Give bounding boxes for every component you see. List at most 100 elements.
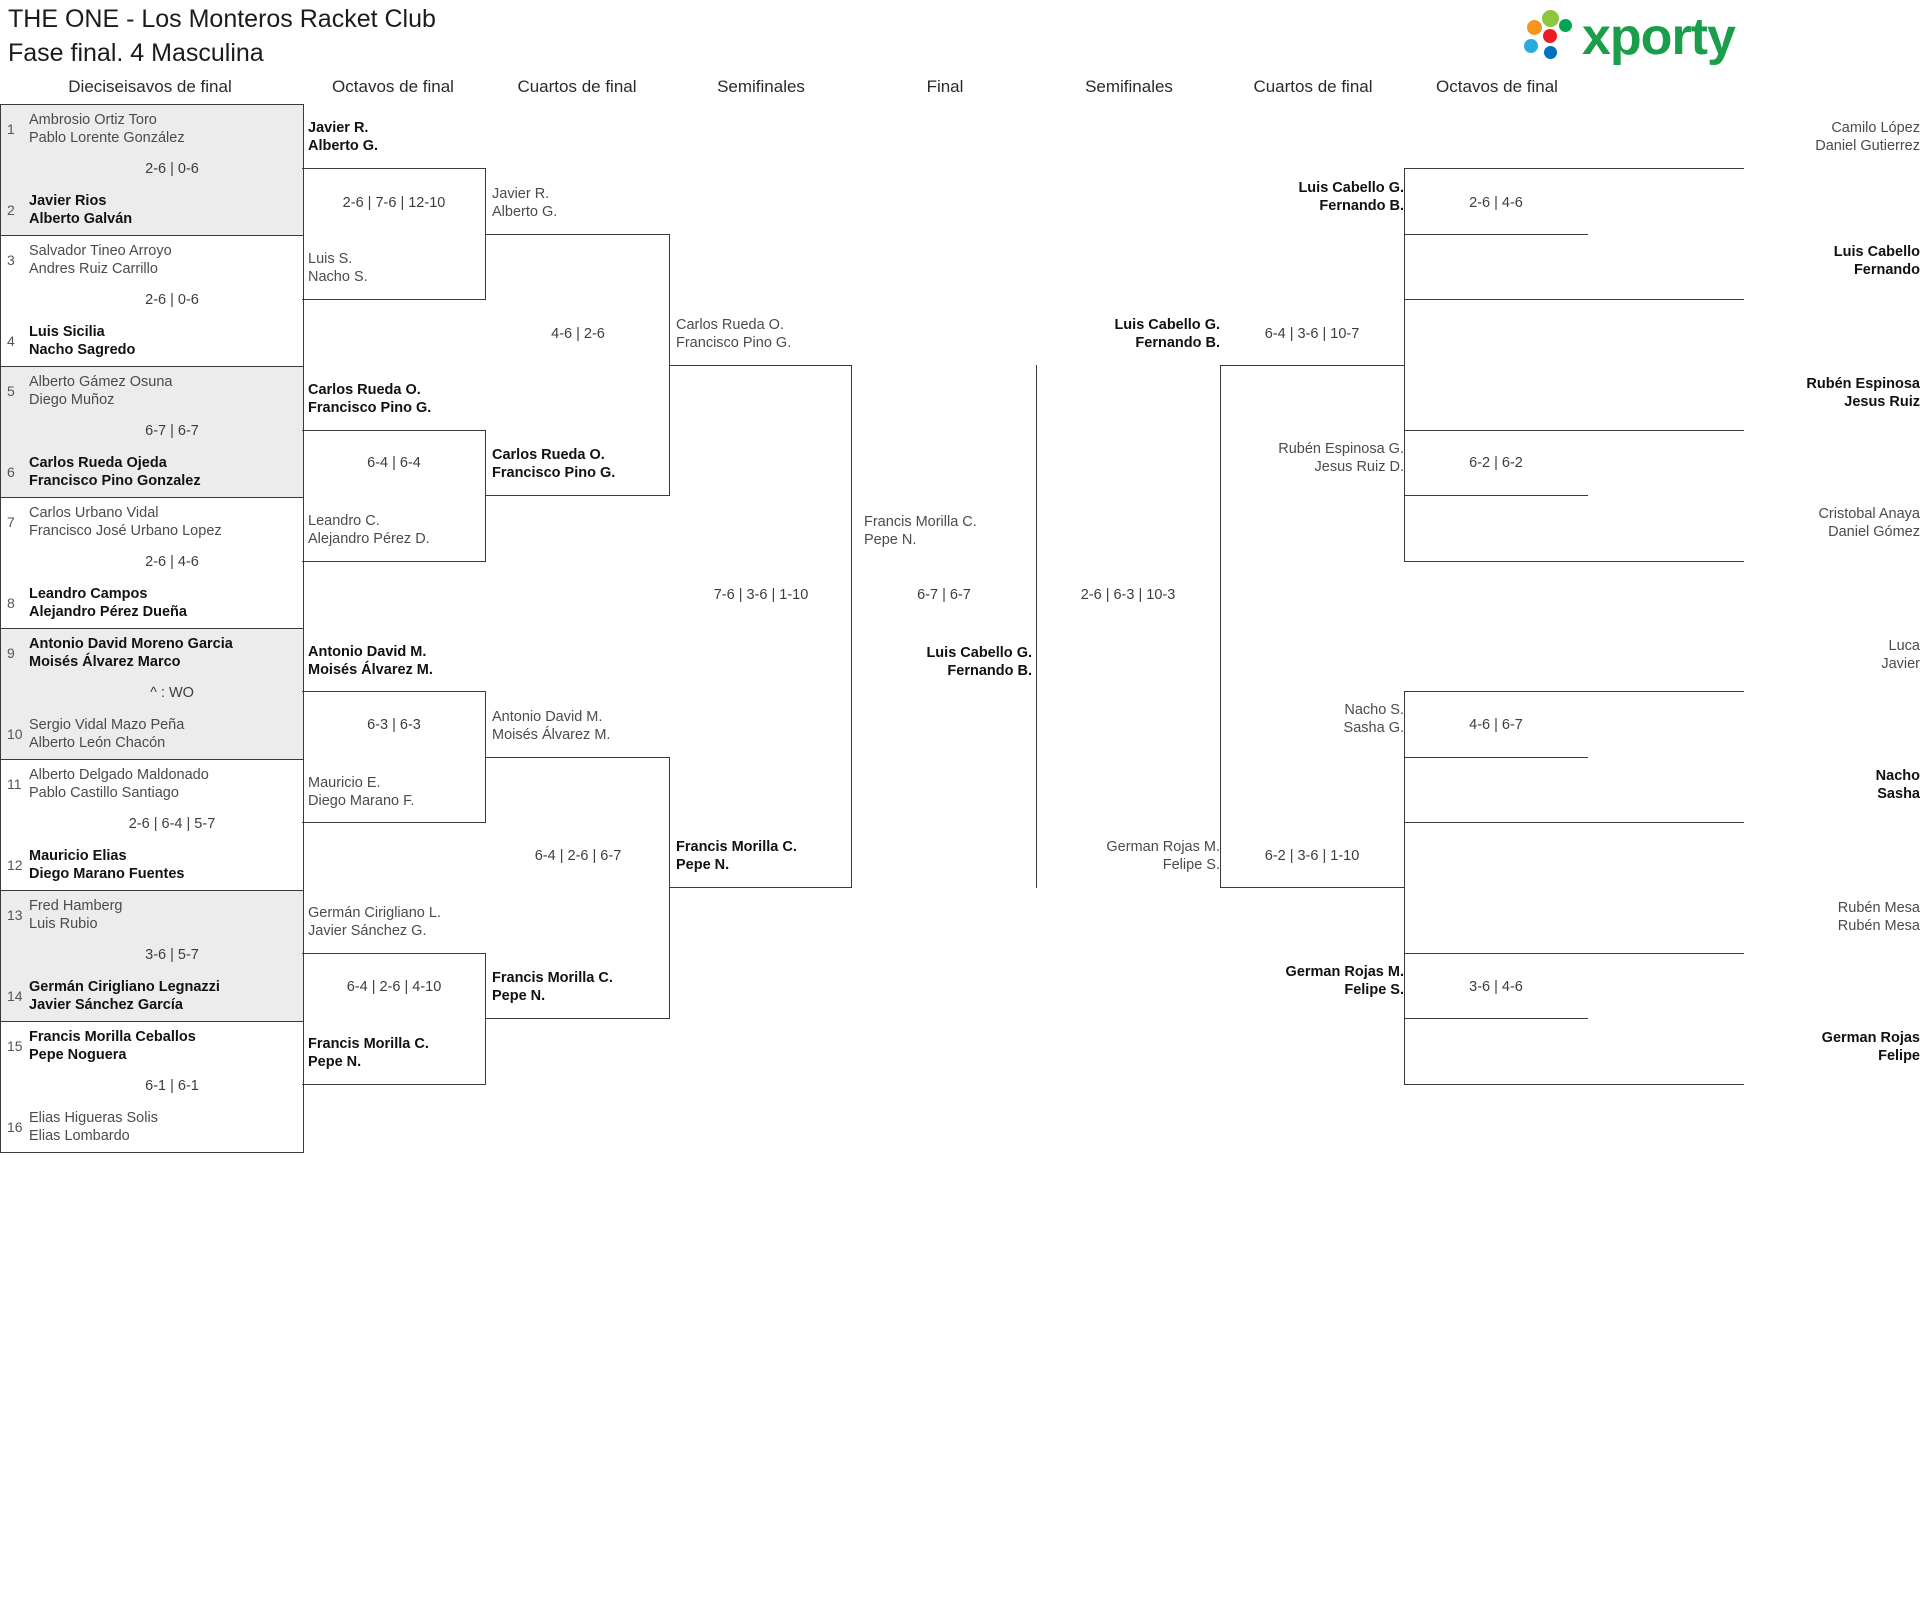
player-1: Elias Higueras Solis — [29, 1110, 158, 1126]
match-row[interactable]: 5 Alberto Gámez Osuna Diego Muñoz 6-7 | … — [1, 367, 303, 498]
player-1: Germán Cirigliano Legnazzi — [29, 979, 220, 995]
team-entry[interactable]: Leandro C. Alejandro Pérez D. — [308, 513, 430, 548]
team-names: Carlos Urbano Vidal Francisco José Urban… — [29, 505, 222, 540]
team-entry[interactable]: 5 Alberto Gámez Osuna Diego Muñoz — [7, 374, 299, 409]
player-1: Francis Morilla Ceballos — [29, 1029, 196, 1045]
seed-number: 1 — [7, 121, 15, 137]
team-entry[interactable]: German Rojas Felipe — [1420, 1030, 1920, 1065]
player-1: Camilo López — [1831, 120, 1920, 136]
player-2: Francisco Pino Gonzalez — [29, 472, 201, 489]
team-entry[interactable]: Rubén Mesa Rubén Mesa — [1420, 900, 1920, 935]
team-entry[interactable]: Nacho Sasha — [1420, 768, 1920, 803]
player-1: Rubén Mesa — [1837, 900, 1920, 916]
team-entry[interactable]: 10 Sergio Vidal Mazo Peña Alberto León C… — [7, 717, 299, 752]
team-entry[interactable]: Carlos Rueda O. Francisco Pino G. — [308, 382, 431, 417]
team-entry[interactable]: Francis Morilla C. Pepe N. — [676, 839, 797, 874]
match-score: 6-2 | 6-2 — [1469, 455, 1523, 471]
team-entry[interactable]: 3 Salvador Tineo Arroyo Andres Ruiz Carr… — [7, 243, 299, 278]
match-row[interactable]: 9 Antonio David Moreno Garcia Moisés Álv… — [1, 629, 303, 760]
match-score: 6-4 | 2-6 | 4-10 — [346, 979, 442, 995]
match-score: 2-6 | 6-3 | 10-3 — [1080, 587, 1176, 603]
team-entry[interactable]: Francis Morilla C. Pepe N. — [492, 970, 613, 1005]
team-entry[interactable]: Mauricio E. Diego Marano F. — [308, 775, 414, 810]
team-entry[interactable]: Nacho S. Sasha G. — [1224, 702, 1404, 737]
bracket-connector — [302, 168, 486, 300]
team-entry[interactable]: 4 Luis Sicilia Nacho Sagredo — [7, 324, 299, 359]
team-names: Leandro Campos Alejandro Pérez Dueña — [29, 586, 187, 621]
player-2: Francisco Pino G. — [308, 399, 432, 416]
team-entry[interactable]: Antonio David M. Moisés Álvarez M. — [492, 709, 610, 744]
seed-number: 14 — [7, 988, 23, 1004]
match-row[interactable]: 1 Ambrosio Ortiz Toro Pablo Lorente Gonz… — [1, 105, 303, 236]
team-entry[interactable]: Carlos Rueda O. Francisco Pino G. — [492, 447, 615, 482]
team-entry[interactable]: Luis S. Nacho S. — [308, 251, 368, 286]
team-entry[interactable]: Luis Cabello G. Fernando B. — [1224, 180, 1404, 215]
bracket-connector — [1404, 234, 1588, 496]
team-entry[interactable]: Luca Javier — [1420, 638, 1920, 673]
team-entry[interactable]: Luis Cabello Fernando — [1420, 244, 1920, 279]
team-entry[interactable]: Rubén Espinosa Jesus Ruiz — [1420, 376, 1920, 411]
logo-dots-icon — [1524, 10, 1578, 64]
player-1: Javier R. — [308, 120, 369, 136]
seed-number: 13 — [7, 907, 23, 923]
team-entry[interactable]: 2 Javier Rios Alberto Galván — [7, 193, 299, 228]
team-entry[interactable]: 12 Mauricio Elias Diego Marano Fuentes — [7, 848, 299, 883]
team-entry[interactable]: Javier R. Alberto G. — [492, 186, 557, 221]
team-entry[interactable]: 14 Germán Cirigliano Legnazzi Javier Sán… — [7, 979, 299, 1014]
match-row[interactable]: 13 Fred Hamberg Luis Rubio 3-6 | 5-7 14 … — [1, 891, 303, 1022]
team-entry[interactable]: Cristobal Anaya Daniel Gómez — [1420, 506, 1920, 541]
team-entry[interactable]: 8 Leandro Campos Alejandro Pérez Dueña — [7, 586, 299, 621]
player-2: Luis Rubio — [29, 915, 98, 932]
team-entry[interactable]: 7 Carlos Urbano Vidal Francisco José Urb… — [7, 505, 299, 540]
bracket-connector — [1404, 168, 1744, 300]
player-2: Felipe S. — [1162, 856, 1220, 873]
team-entry[interactable]: 1 Ambrosio Ortiz Toro Pablo Lorente Gonz… — [7, 112, 299, 147]
team-entry[interactable]: 16 Elias Higueras Solis Elias Lombardo — [7, 1110, 299, 1145]
match-score: 2-6 | 6-4 | 5-7 — [128, 816, 216, 832]
round-heading-final: Final — [926, 77, 964, 96]
match-row[interactable]: 15 Francis Morilla Ceballos Pepe Noguera… — [1, 1022, 303, 1153]
player-1: Francis Morilla C. — [308, 1036, 429, 1052]
team-entry[interactable]: Germán Cirigliano L. Javier Sánchez G. — [308, 905, 441, 940]
team-entry[interactable]: 13 Fred Hamberg Luis Rubio — [7, 898, 299, 933]
player-1: Antonio David M. — [308, 644, 427, 660]
team-entry[interactable]: German Rojas M. Felipe S. — [1224, 964, 1404, 999]
player-1: Alberto Gámez Osuna — [29, 374, 173, 390]
team-entry[interactable]: 15 Francis Morilla Ceballos Pepe Noguera — [7, 1029, 299, 1064]
bracket-connector — [486, 234, 670, 496]
match-score: 6-4 | 6-4 — [367, 455, 421, 471]
team-entry[interactable]: German Rojas M. Felipe S. — [1040, 839, 1220, 874]
team-entry[interactable]: Luis Cabello G. Fernando B. — [1040, 317, 1220, 352]
bracket-connector — [1404, 430, 1744, 562]
round-heading-left-r16: Octavos de final — [332, 77, 454, 96]
team-entry[interactable]: Rubén Espinosa G. Jesus Ruiz D. — [1224, 441, 1404, 476]
match-row[interactable]: 7 Carlos Urbano Vidal Francisco José Urb… — [1, 498, 303, 629]
team-entry[interactable]: Carlos Rueda O. Francisco Pino G. — [676, 317, 791, 352]
team-names: Mauricio Elias Diego Marano Fuentes — [29, 848, 185, 883]
xporty-logo: xporty — [1520, 4, 1920, 70]
match-score: 6-7 | 6-7 — [917, 587, 971, 603]
team-entry[interactable]: Camilo López Daniel Gutierrez — [1420, 120, 1920, 155]
match-score: 6-3 | 6-3 — [367, 717, 421, 733]
match-score: 2-6 | 4-6 — [145, 554, 199, 570]
team-entry[interactable]: Javier R. Alberto G. — [308, 120, 378, 155]
match-row[interactable]: 3 Salvador Tineo Arroyo Andres Ruiz Carr… — [1, 236, 303, 367]
bracket-connector — [302, 430, 486, 562]
team-entry[interactable]: Antonio David M. Moisés Álvarez M. — [308, 644, 433, 679]
team-entry[interactable]: Luis Cabello G. Fernando B. — [852, 645, 1032, 680]
player-1: Luis Cabello G. — [1114, 317, 1220, 333]
player-2: Sasha G. — [1343, 719, 1404, 736]
bracket-connector — [302, 953, 486, 1085]
team-entry[interactable]: 11 Alberto Delgado Maldonado Pablo Casti… — [7, 767, 299, 802]
team-entry[interactable]: 6 Carlos Rueda Ojeda Francisco Pino Gonz… — [7, 455, 299, 490]
match-score: ^ : WO — [150, 685, 194, 701]
seed-number: 12 — [7, 857, 23, 873]
team-entry[interactable]: Francis Morilla C. Pepe N. — [864, 514, 977, 549]
match-row[interactable]: 11 Alberto Delgado Maldonado Pablo Casti… — [1, 760, 303, 891]
team-entry[interactable]: 9 Antonio David Moreno Garcia Moisés Álv… — [7, 636, 299, 671]
match-score: 2-6 | 4-6 — [1469, 195, 1523, 211]
player-1: Luis Cabello G. — [1298, 180, 1404, 196]
player-1: German Rojas M. — [1106, 839, 1220, 855]
team-names: Salvador Tineo Arroyo Andres Ruiz Carril… — [29, 243, 172, 278]
team-entry[interactable]: Francis Morilla C. Pepe N. — [308, 1036, 429, 1071]
